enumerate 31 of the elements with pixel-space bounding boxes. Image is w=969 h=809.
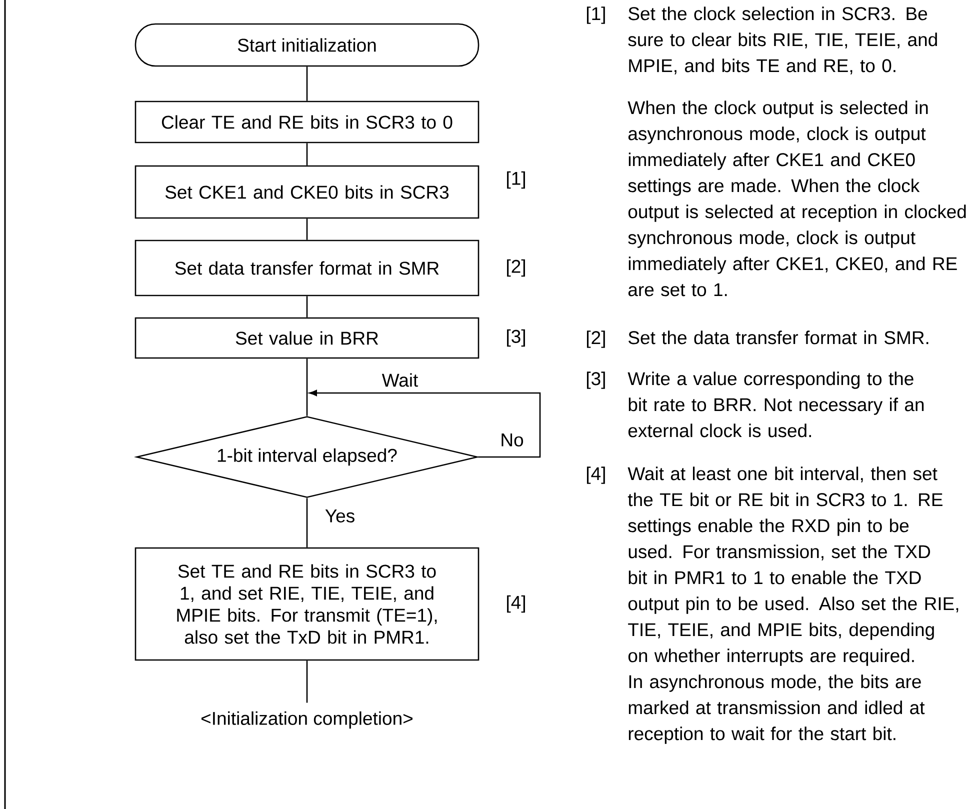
flow-line [306, 296, 308, 318]
note-text: When the clock output is selected in asynchronous mode, clock is output immediately after CKE1 and CKE0 settings are made. When the clock output is selected at reception in clocked synchronous mode, clock is output immediately after CKE1, CKE0, and RE are set to 1. [628, 100, 966, 296]
callout-number: [2] [586, 330, 605, 348]
flow-line [306, 143, 308, 166]
edge-label: Yes [324, 508, 356, 524]
callout-number: [3] [507, 329, 525, 347]
edge-label: No [499, 432, 525, 448]
flow-line [306, 498, 308, 548]
process-box: Set CKE1 and CKE0 bits in SCR3 [134, 165, 480, 219]
process-box: Set value in BRR [134, 317, 480, 359]
loop-label: Wait [380, 372, 420, 388]
flow-line [306, 218, 308, 240]
flow-line [309, 390, 541, 458]
callout-number: [2] [507, 259, 525, 277]
process-box: Set data transfer format in SMR [134, 240, 480, 296]
callout-number: [1] [586, 6, 605, 24]
callout-number: [1] [507, 171, 525, 189]
process-box: Clear TE and RE bits in SCR3 to 0 [134, 100, 480, 144]
note-text: Write a value corresponding to the bit rate to BRR. Not necessary if an external clock is used. [628, 372, 924, 438]
note-text: Set the data transfer format in SMR. [628, 330, 928, 344]
flow-line [306, 66, 308, 101]
process-box: Set TE and RE bits in SCR3 to 1, and set RIE, TIE, TEIE, and MPIE bits. For transmit (TE=1), also set the TxD bit in PMR1. [134, 547, 480, 661]
note-text: Set the clock selection in SCR3. Be sure to clear bits RIE, TIE, TEIE, and MPIE, and bits TE and RE, to 0. [628, 6, 937, 74]
callout-number: [4] [507, 595, 525, 613]
callout-number: [3] [586, 372, 605, 389]
terminator-box: Start initialization [134, 23, 480, 67]
note-text: Wait at least one bit interval, then set the TE bit or RE bit in SCR3 to 1. RE settings enable the RXD pin to be used. For transmission, set the TXD bit in PMR1 to 1 to enable the TXD output pin to be used. Also set the RIE, TIE, TEIE, and MPIE bits, depending on whether interrupts are required. In asynchronous mode, the bits are marked at transmission and idled at reception to wait for the start bit. [628, 466, 958, 744]
end-text: <Initialization completion> [201, 711, 412, 729]
flow-line [306, 660, 308, 703]
flow-line [306, 358, 308, 416]
callout-number: [4] [586, 466, 605, 484]
